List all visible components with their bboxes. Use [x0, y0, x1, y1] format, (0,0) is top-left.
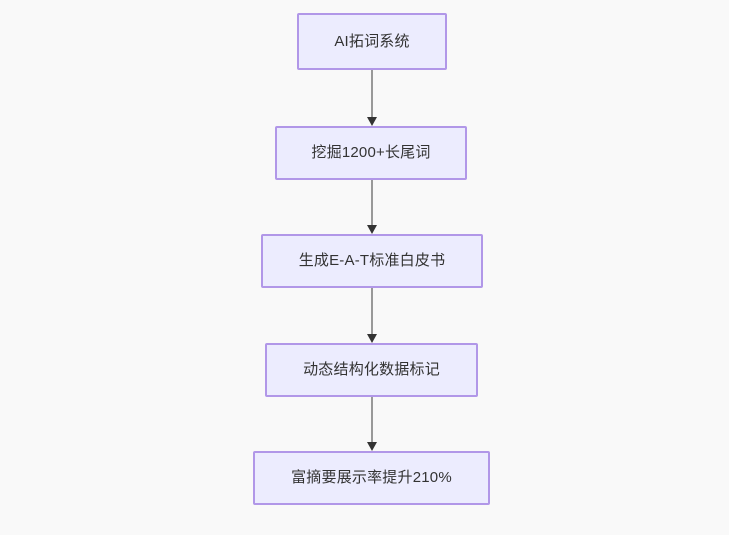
flowchart-node-dynamic-structured-data-markup[interactable]: 动态结构化数据标记: [265, 343, 478, 397]
flowchart-node-generate-eat-whitepaper[interactable]: 生成E-A-T标准白皮书: [261, 234, 483, 288]
flowchart-node-label: AI拓词系统: [334, 32, 410, 50]
flowchart-node-label: 挖掘1200+长尾词: [311, 144, 431, 161]
flowchart-node-mine-longtail-keywords[interactable]: 挖掘1200+长尾词: [275, 126, 467, 180]
flowchart-node-label: 富摘要展示率提升210%: [291, 469, 452, 486]
flowchart-node-rich-snippet-rate-increase[interactable]: 富摘要展示率提升210%: [253, 451, 490, 505]
flowchart-node-label: 生成E-A-T标准白皮书: [298, 252, 446, 269]
flowchart-node-ai-keyword-system[interactable]: AI拓词系统: [297, 13, 447, 70]
flowchart-node-label: 动态结构化数据标记: [303, 361, 440, 378]
